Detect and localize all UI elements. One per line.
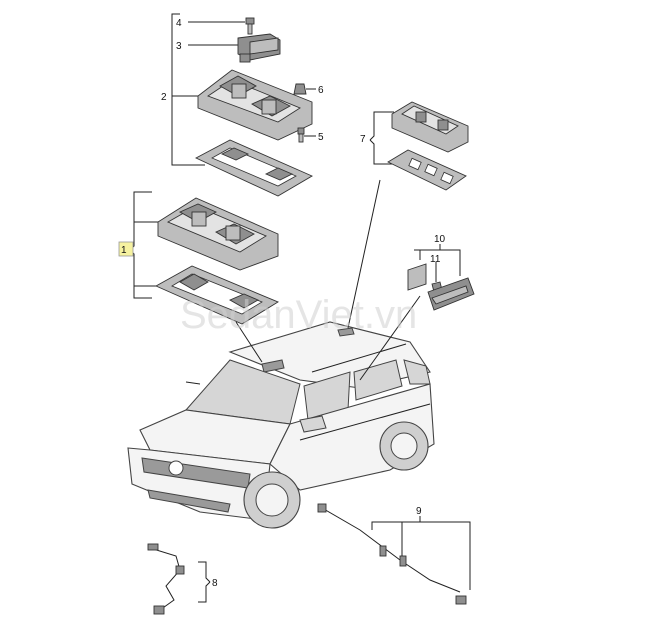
right-lamp-housing [391, 101, 469, 153]
part-4-bolt [188, 17, 255, 35]
callout-1: 1 [121, 245, 127, 256]
part-10-lamp-unit [427, 277, 475, 311]
callout-4: 4 [176, 18, 182, 29]
wiring-harness-8 [147, 543, 211, 615]
callout-6: 6 [318, 85, 324, 96]
callout-3: 3 [176, 41, 182, 52]
callout-7: 7 [360, 134, 366, 145]
callout-11: 11 [430, 254, 441, 265]
lower-console-housing [157, 197, 279, 271]
callout-1-highlight [118, 241, 134, 257]
bracket-group-2 [171, 13, 205, 166]
callout-5: 5 [318, 132, 324, 143]
part-3-module [188, 33, 281, 63]
upper-console-housing [197, 69, 313, 141]
wiring-harness-9 [317, 503, 471, 605]
bracket-group-7 [369, 111, 394, 165]
part-6-clip [293, 83, 316, 95]
leader-lines [235, 179, 421, 381]
watermark: SedanViet.vn [180, 293, 417, 337]
right-lamp-frame [387, 149, 467, 191]
bracket-group-1 [129, 191, 158, 299]
lower-frame-plate [154, 265, 279, 325]
callout-8: 8 [212, 578, 218, 589]
callout-9: 9 [416, 506, 422, 517]
vehicle-body [127, 321, 435, 529]
part-11-lens [407, 262, 443, 293]
part-5-screw [297, 127, 316, 143]
callout-2: 2 [161, 92, 167, 103]
bracket-group-10 [414, 244, 461, 276]
callout-10: 10 [434, 234, 446, 245]
callout-labels: 1 2 3 4 5 6 7 8 9 10 11 [118, 18, 446, 589]
upper-frame-plate [194, 139, 313, 197]
